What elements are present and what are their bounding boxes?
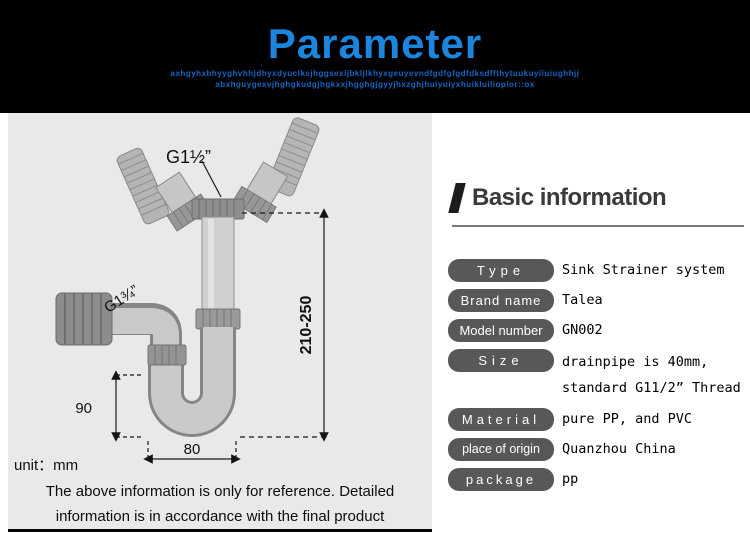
spec-row-model: Model number GN002 [448, 319, 746, 342]
spec-row-material: Material pure PP, and PVC [448, 408, 746, 431]
dimension-lines [111, 160, 329, 464]
spec-value-type: Sink Strainer system [562, 262, 725, 278]
spec-row-origin: place of origin Quanzhou China [448, 438, 746, 461]
spec-label-type: Type [448, 259, 554, 282]
basic-info-heading: Basic information [448, 183, 744, 227]
spec-row-package: package pp [448, 468, 746, 491]
dim-label-trap-height: 90 [75, 400, 92, 417]
spec-value-size: drainpipe is 40mm, standard G11/2” Threa… [562, 349, 741, 401]
pipe-drawing [55, 117, 320, 437]
bottom-divider [8, 529, 732, 532]
disclaimer-line-1: The above information is only for refere… [45, 483, 395, 500]
spec-list: Type Sink Strainer system Brand name Tal… [448, 259, 746, 491]
header-tagline-1: axhgyhxbhyyghvhhjdhyxdyuclksjhggsexijbkl… [170, 69, 580, 78]
spec-label-package: package [448, 468, 554, 491]
basic-info-title: Basic information [472, 184, 667, 211]
unit-label: unit：mm [14, 457, 78, 474]
heading-bar-icon [448, 183, 466, 213]
page-title: Parameter [267, 20, 483, 67]
spec-value-size-line-1: drainpipe is 40mm, [562, 354, 709, 370]
spec-label-brand: Brand name [448, 289, 554, 312]
header-band: Parameter axhgyhxbhyyghvhhjdhyxdyuclksjh… [0, 0, 750, 113]
disclaimer-line-2: information is in accordance with the fi… [55, 508, 385, 525]
spec-row-type: Type Sink Strainer system [448, 259, 746, 282]
spec-value-material: pure PP, and PVC [562, 411, 693, 427]
dim-label-top-thread: G1½” [166, 147, 211, 167]
spec-label-origin: place of origin [448, 438, 554, 461]
pipe-diagram: G1½” G1¾” 210-250 90 80 unit：mm [14, 117, 329, 474]
spec-label-size: Size [448, 349, 554, 372]
spec-value-brand: Talea [562, 292, 603, 308]
header-tagline-2: abxhguygexvjhghgkudgjhgkxxjhgghgjgyyjhxz… [215, 80, 535, 89]
product-diagram-area: G1½” G1¾” 210-250 90 80 unit：mm The abov… [8, 113, 432, 530]
disclaimer-note: The above information is only for refere… [8, 479, 432, 529]
spec-row-size: Size drainpipe is 40mm, standard G11/2” … [448, 349, 746, 401]
dim-label-trap-width: 80 [184, 441, 201, 458]
spec-value-package: pp [562, 471, 579, 487]
basic-info-panel: Basic information Type Sink Strainer sys… [432, 113, 750, 550]
spec-value-size-line-2: standard G11/2” Thread [562, 380, 741, 396]
spec-label-material: Material [448, 408, 554, 431]
dim-label-height-range: 210-250 [298, 296, 315, 355]
spec-row-brand: Brand name Talea [448, 289, 746, 312]
spec-value-model: GN002 [562, 322, 603, 338]
spec-value-origin: Quanzhou China [562, 441, 676, 457]
spec-label-model: Model number [448, 319, 554, 342]
